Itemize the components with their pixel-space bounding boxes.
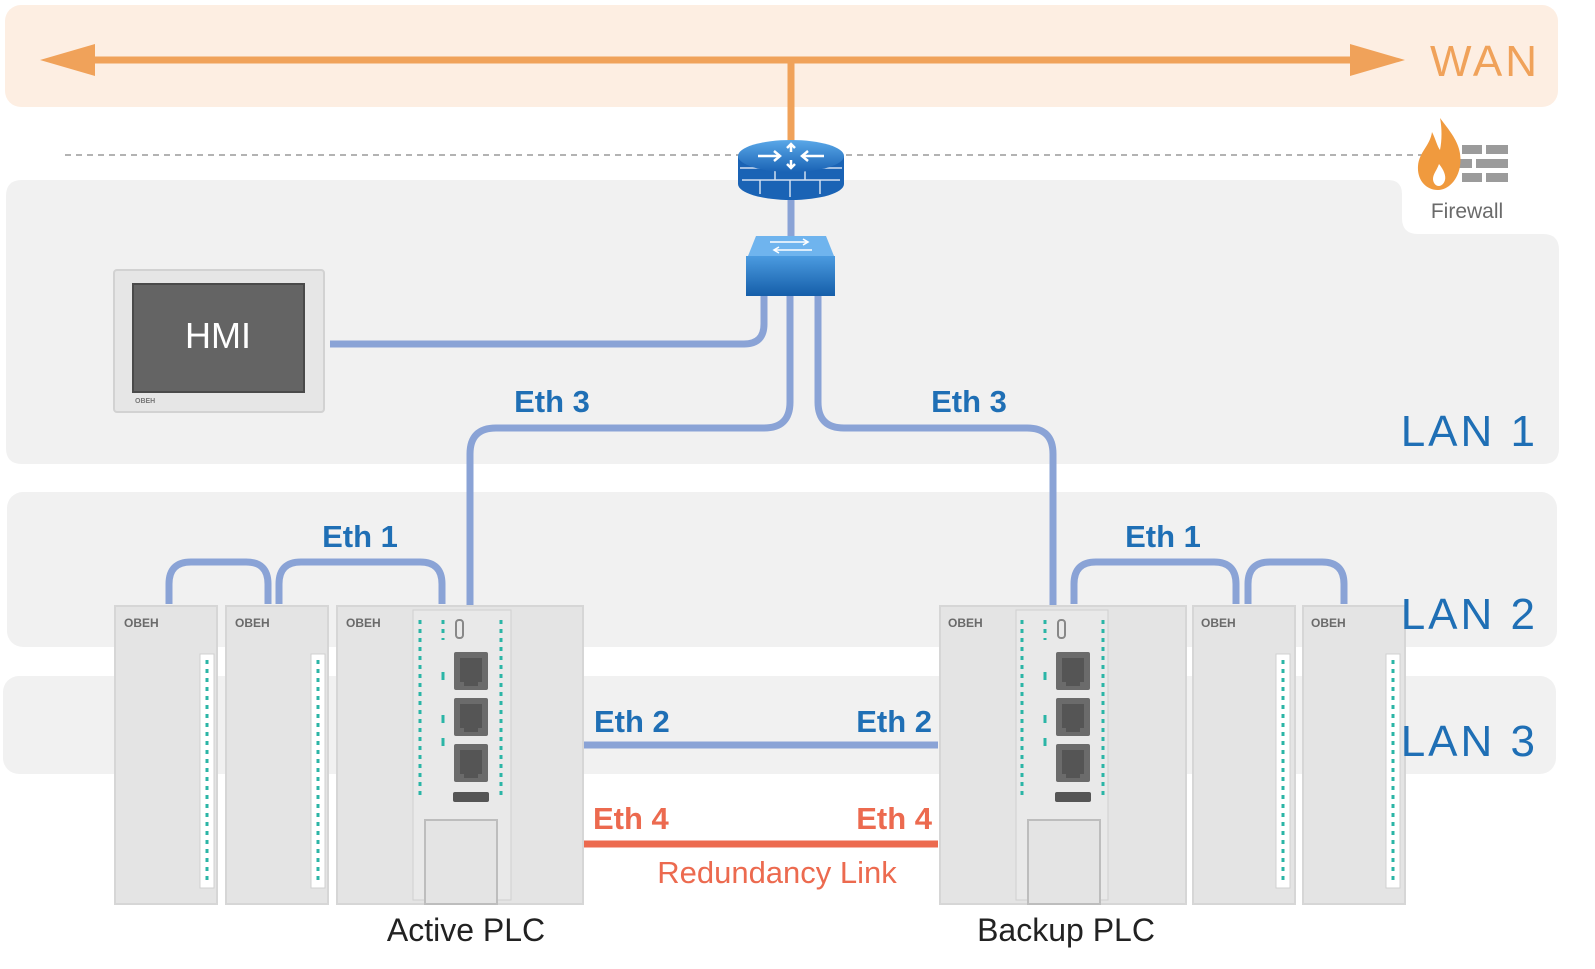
wan-zone: [5, 5, 1558, 107]
router-icon: [738, 140, 844, 200]
eth4-left-label: Eth 4: [593, 801, 670, 836]
lan3-label: LAN 3: [1401, 717, 1538, 766]
backup-plc-label: Backup PLC: [977, 912, 1155, 948]
plc-brand: ОВЕН: [948, 616, 983, 630]
firewall-label: Firewall: [1431, 200, 1503, 223]
eth1-right-label: Eth 1: [1125, 519, 1201, 554]
eth2-left-label: Eth 2: [594, 704, 670, 739]
eth4-right-label: Eth 4: [856, 801, 933, 836]
plc-brand: ОВЕН: [235, 616, 270, 630]
active-plc-label: Active PLC: [387, 912, 545, 948]
lan1-zone: [6, 180, 1559, 464]
plc-brand: ОВЕН: [1201, 616, 1236, 630]
lan2-cables: [165, 558, 1348, 604]
plc-brand: ОВЕН: [124, 616, 159, 630]
hmi-device: [113, 269, 325, 413]
switch-icon: [746, 236, 835, 296]
plc-brand: ОВЕН: [346, 616, 381, 630]
hmi-label: HMI: [185, 315, 251, 356]
eth1-left-label: Eth 1: [322, 519, 398, 554]
plc-brand: ОВЕН: [1311, 616, 1346, 630]
redundancy-label: Redundancy Link: [657, 855, 897, 890]
firewall-icon: [1417, 118, 1508, 190]
eth3-right-label: Eth 3: [931, 384, 1007, 419]
backup-plc-rack: [939, 605, 1406, 905]
hmi-brand: ОВЕН: [135, 398, 155, 405]
wan-label: WAN: [1430, 37, 1540, 86]
eth2-right-label: Eth 2: [856, 704, 932, 739]
lan2-label: LAN 2: [1401, 590, 1538, 639]
eth3-left-label: Eth 3: [514, 384, 590, 419]
wan-bus: [40, 44, 1405, 150]
lan1-label: LAN 1: [1401, 407, 1538, 456]
active-plc-rack: [114, 605, 584, 905]
lan1-cables: [330, 296, 1057, 608]
